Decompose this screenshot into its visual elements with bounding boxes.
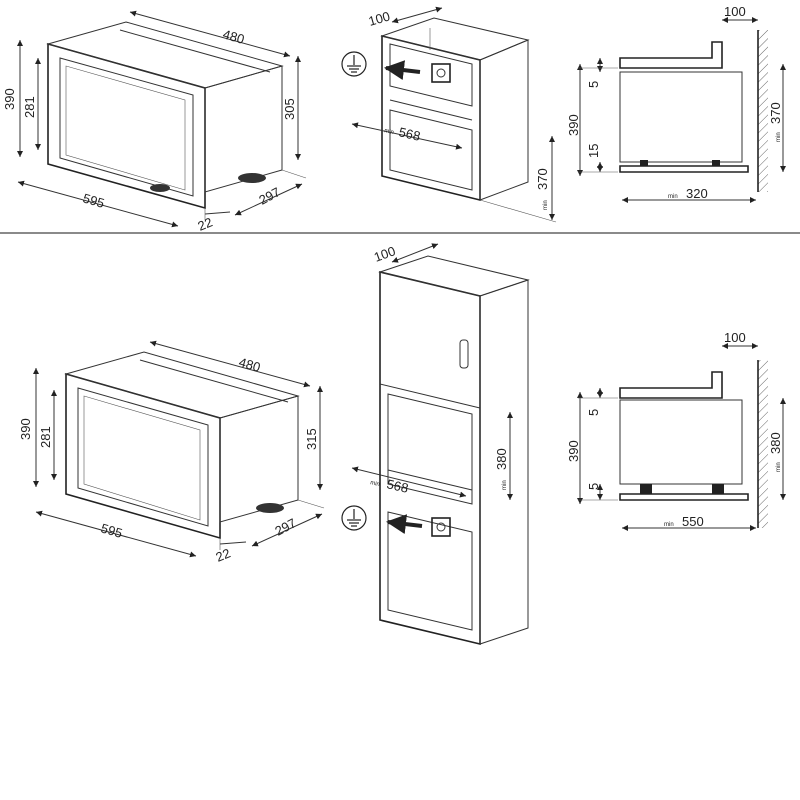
bottom-cabinet-min-1: min — [370, 480, 381, 488]
top-ground-icon — [341, 51, 367, 77]
top-oven-dimensions: 480 390 281 305 595 22 297 — [2, 10, 307, 234]
bottom-cabinet-gap: 100 — [372, 243, 398, 265]
top-side-min-2: min — [668, 194, 678, 200]
top-oven-depth-side: 305 — [282, 98, 297, 120]
bottom-side-gap-top: 5 — [586, 409, 601, 416]
bottom-side-gap-bottom: 5 — [586, 483, 601, 490]
bottom-cabinet-min-2: min — [502, 480, 508, 490]
bottom-cabinet-opening-height: 380 — [494, 448, 509, 470]
top-oven-drawing — [46, 21, 284, 210]
top-oven-width: 480 — [221, 26, 246, 46]
top-cabinet-min-2: min — [543, 200, 549, 210]
bottom-socket — [431, 517, 451, 537]
bottom-oven-front-width: 595 — [99, 520, 124, 540]
top-oven-frame: 22 — [196, 214, 215, 233]
top-oven-height-inner: 281 — [22, 96, 37, 118]
top-cabinet-drawing — [380, 17, 530, 202]
bottom-side-min-2: min — [664, 522, 674, 528]
top-oven-height-total: 390 — [2, 88, 17, 110]
top-oven-front-width: 595 — [81, 190, 106, 210]
bottom-side-opening-height: 380 — [768, 432, 783, 454]
top-cabinet-gap: 100 — [367, 8, 392, 28]
bottom-cabinet-drawing — [378, 255, 530, 646]
top-side-opening-height: 370 — [768, 102, 783, 124]
bottom-side-gap: 100 — [724, 330, 746, 345]
top-side-dimensions: 100 5 390 15 min 370 min 320 — [566, 4, 786, 203]
top-side-gap: 100 — [724, 4, 746, 19]
bottom-oven-dimensions: 480 390 281 315 595 22 297 — [18, 340, 325, 565]
top-side-min-1: min — [776, 132, 782, 142]
bottom-oven-depth-side: 315 — [304, 428, 319, 450]
top-side-gap-bottom: 15 — [586, 144, 601, 158]
top-cabinet-opening-width: 568 — [397, 124, 422, 143]
top-side-depth-min: 320 — [686, 186, 708, 201]
top-socket — [431, 63, 451, 83]
bottom-side-min-1: min — [776, 462, 782, 472]
bottom-side-depth-min: 550 — [682, 514, 704, 529]
top-side-height: 390 — [566, 114, 581, 136]
bottom-oven-height-total: 390 — [18, 418, 33, 440]
top-side-gap-top: 5 — [586, 81, 601, 88]
top-side-drawing — [619, 30, 768, 192]
top-cabinet-dimensions: 100 min 568 min 370 — [351, 6, 557, 223]
bottom-side-height: 390 — [566, 440, 581, 462]
top-cabinet-min-1: min — [384, 128, 395, 136]
bottom-cabinet-opening-width: 568 — [385, 476, 410, 495]
bottom-ground-icon — [341, 505, 367, 531]
bottom-oven-width: 480 — [237, 354, 262, 374]
bottom-oven-drawing — [64, 351, 300, 540]
bottom-side-dimensions: 100 5 390 5 min 380 min 550 — [566, 330, 786, 531]
bottom-oven-height-inner: 281 — [38, 426, 53, 448]
bottom-oven-frame: 22 — [214, 545, 233, 564]
top-cabinet-opening-height: 370 — [535, 168, 550, 190]
bottom-cabinet-dimensions: 100 min 568 min 380 — [351, 243, 513, 500]
bottom-side-drawing — [619, 360, 768, 528]
top-oven-depth: 297 — [256, 184, 282, 207]
